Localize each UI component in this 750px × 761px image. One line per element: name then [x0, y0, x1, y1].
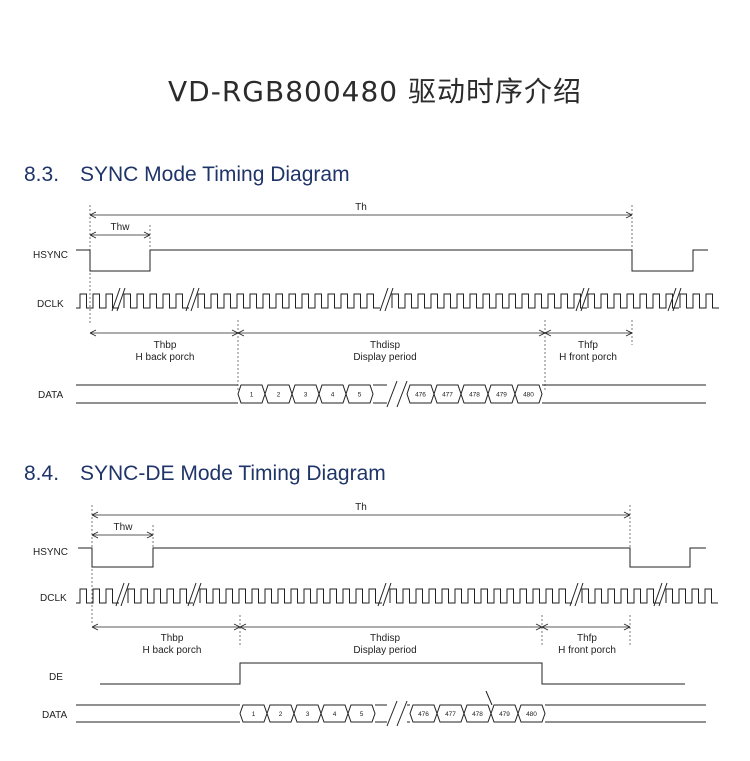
data-cell-label: 479 [499, 711, 510, 718]
th-label: Th [355, 502, 367, 513]
dclk-breaks [111, 287, 682, 312]
dclk-break-slash [672, 287, 682, 312]
data-cell-label: 2 [277, 392, 281, 399]
dclk-break-slash [379, 287, 389, 312]
data-cell-label: 1 [252, 711, 256, 718]
dclk-label: DCLK [37, 299, 64, 310]
dclk-break-slash [115, 582, 125, 607]
data-cell-label: 4 [333, 711, 337, 718]
data-cell [517, 704, 546, 723]
data-cell-label: 5 [358, 392, 362, 399]
hsync-label: HSYNC [33, 250, 68, 261]
data-bus: 1 2 3 4 5 476 477 478 479 480 [76, 700, 706, 727]
data-cell-label: 477 [445, 711, 456, 718]
data-cell-label: 478 [472, 711, 483, 718]
dclk-break-slash [667, 287, 677, 312]
thdisp-label: Thdisp [370, 340, 400, 351]
data-bus-break-slash [396, 380, 408, 408]
thdisp-label: Thdisp [370, 633, 400, 644]
data-bus: 1 2 3 4 5 476 477 478 479 480 [76, 380, 706, 408]
data-label: DATA [42, 710, 68, 721]
section-heading: SYNC Mode Timing Diagram [80, 163, 350, 186]
porch-arrowheads [91, 623, 631, 631]
thw-arrowheads [91, 531, 154, 539]
data-cell-label: 479 [496, 392, 507, 399]
de-label: DE [49, 672, 63, 683]
data-cell-label: 3 [304, 392, 308, 399]
data-marker-tick [485, 690, 493, 706]
data-cell [514, 384, 543, 404]
dclk-break-slash [111, 287, 121, 312]
section-title-sync-mode: 8.3. SYNC Mode Timing Diagram [24, 163, 350, 187]
thfp-label: Thfp [578, 340, 598, 351]
th-arrowheads [89, 211, 633, 219]
dclk-break-slash [569, 582, 579, 607]
dclk-break-slash [116, 287, 126, 312]
section-number: 8.3. [24, 163, 60, 186]
sync-de-mode-timing-diagram: Th Thw HSYNC DCLK Thbp H back porch Thdi… [33, 502, 718, 727]
dclk-break-slash [580, 287, 590, 312]
thdisp-desc: Display period [353, 645, 416, 656]
thbp-label: Thbp [161, 633, 184, 644]
data-cell-label: 3 [306, 711, 310, 718]
data-cell-label: 2 [279, 711, 283, 718]
page-title: VD-RGB800480 驱动时序介绍 [168, 75, 582, 108]
data-bus-break-slash [386, 380, 398, 408]
data-bus-break-slash [396, 700, 408, 727]
data-cell-label: 480 [523, 392, 534, 399]
dclk-break-slash [384, 287, 394, 312]
dclk-break-slash [574, 582, 584, 607]
data-cell-label: 476 [415, 392, 426, 399]
data-label: DATA [38, 390, 64, 401]
dclk-break-slash [575, 287, 585, 312]
data-cell [345, 384, 374, 404]
section-title-sync-de-mode: 8.4. SYNC-DE Mode Timing Diagram [24, 462, 386, 486]
dclk-break-slash [377, 582, 387, 607]
section-heading: SYNC-DE Mode Timing Diagram [80, 462, 386, 485]
hsync-label: HSYNC [33, 547, 68, 558]
de-waveform [100, 662, 685, 685]
dclk-waveform [76, 293, 719, 309]
dclk-break-slash [190, 287, 200, 312]
data-cell-label: 1 [250, 392, 254, 399]
hsync-waveform [78, 547, 706, 568]
thfp-desc: H front porch [558, 645, 616, 656]
dclk-break-slash [187, 582, 197, 607]
data-cell [347, 704, 376, 723]
hsync-waveform [76, 249, 708, 272]
sync-mode-timing-diagram: Th Thw HSYNC DCLK Thbp H back porch Thdi… [33, 202, 719, 408]
thw-label: Thw [111, 222, 131, 233]
thfp-desc: H front porch [559, 352, 617, 363]
dclk-label: DCLK [40, 593, 67, 604]
thw-label: Thw [114, 522, 134, 533]
dclk-break-slash [653, 582, 663, 607]
porch-arrowheads [89, 329, 633, 337]
dclk-break-slash [192, 582, 202, 607]
dclk-waveform [76, 588, 718, 604]
dclk-break-slash [382, 582, 392, 607]
dclk-break-slash [658, 582, 668, 607]
section-number: 8.4. [24, 462, 60, 485]
data-cell-label: 4 [331, 392, 335, 399]
data-bus-break-slash [386, 700, 398, 727]
data-cell-label: 478 [469, 392, 480, 399]
dclk-breaks [115, 582, 668, 607]
dclk-break-slash [120, 582, 130, 607]
thw-arrowheads [89, 231, 151, 239]
thfp-label: Thfp [577, 633, 597, 644]
data-cell-label: 5 [360, 711, 364, 718]
dclk-break-slash [185, 287, 195, 312]
thbp-desc: H back porch [143, 645, 202, 656]
data-cell-label: 477 [442, 392, 453, 399]
data-cell-label: 480 [526, 711, 537, 718]
th-arrowheads [91, 511, 631, 519]
th-label: Th [355, 202, 367, 213]
thbp-label: Thbp [154, 340, 177, 351]
data-cell-label: 476 [418, 711, 429, 718]
thbp-desc: H back porch [136, 352, 195, 363]
thdisp-desc: Display period [353, 352, 416, 363]
